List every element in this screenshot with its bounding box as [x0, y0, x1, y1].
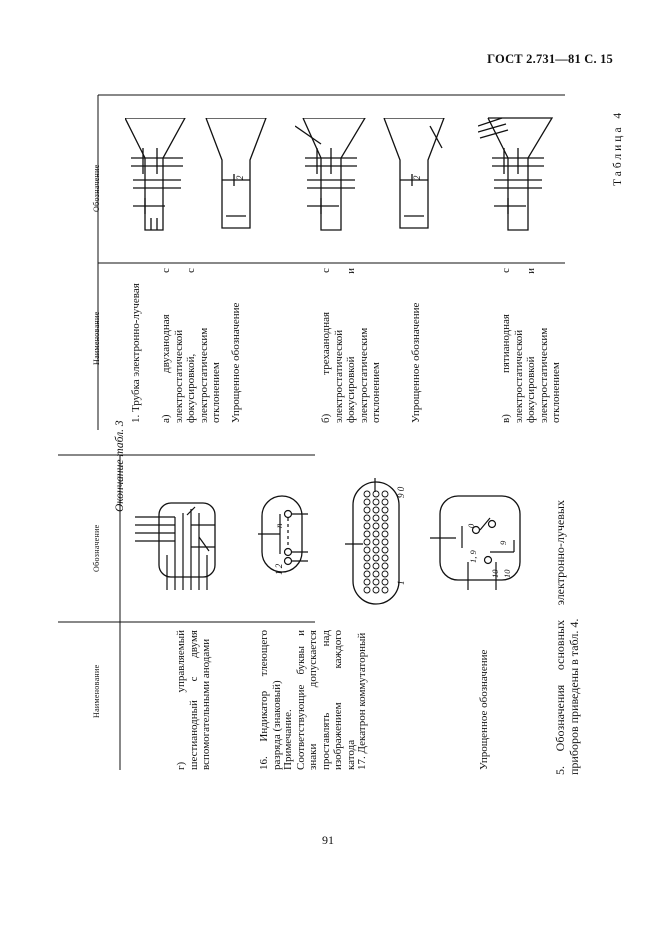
right-row-1: 1. Трубка электронно-лучевая: [130, 283, 142, 423]
table-4-label: Таблица 4: [612, 109, 624, 186]
dekatron-cathode: [363, 538, 371, 546]
left-col-name-header: Наименование: [92, 664, 101, 718]
dekatron-cathode: [381, 586, 389, 594]
dekatron-cathode: [372, 530, 380, 538]
glow-indicator-symbol: [258, 495, 308, 573]
dekatron-cathode: [372, 554, 380, 562]
dekatron-cathode: [381, 522, 389, 530]
crt-two-anode-simplified-symbol: [205, 118, 267, 229]
dekatron-cathode: [363, 570, 371, 578]
crt-two-anode-symbol: [125, 118, 186, 231]
dekatron-cathode: [381, 498, 389, 506]
right-row-a-simplified: Упрощенное обозначение: [230, 302, 242, 423]
dekatron-cathode: [381, 562, 389, 570]
dekatron-label-1: 1: [396, 580, 406, 586]
dekatron-cathode: [372, 538, 380, 546]
right-row-v: в) пятианодная с электростатической фоку…: [500, 268, 562, 423]
page-header: ГОСТ 2.731—81 С. 15: [487, 52, 613, 66]
indicator-label-n: n: [274, 523, 284, 529]
dekatron-cathode: [372, 586, 380, 594]
dekatron-cathode: [363, 530, 371, 538]
dekatron-cathode: [372, 546, 380, 554]
dekatron-cathode: [363, 498, 371, 506]
dekatron-cathode: [363, 578, 371, 586]
crt-three-anode-simplified-symbol: [383, 118, 445, 229]
dekatron-cathode: [372, 490, 380, 498]
dekatron-cathode: [381, 570, 389, 578]
simple-label-9: 9: [498, 540, 508, 545]
right-row-a: а) двуханодная с электростатической фоку…: [160, 268, 222, 423]
dekatron-cathode: [372, 562, 380, 570]
crt-b-label: 2: [412, 175, 422, 181]
dekatron-symbol: [345, 478, 400, 605]
simple-label-10a: 10: [490, 569, 500, 579]
dekatron-cathode: [381, 506, 389, 514]
dekatron-cathode: [363, 522, 371, 530]
left-row-simplified: Упрощенное обозначение: [478, 649, 490, 770]
dekatron-cathode: [381, 490, 389, 498]
dekatron-cathode: [363, 554, 371, 562]
dekatron-cathode: [372, 514, 380, 522]
dekatron-cathode: [381, 578, 389, 586]
left-row-16: 16. Индикатор тлеющего разряда (знаковый…: [258, 630, 283, 770]
right-row-b: б) трехаанодная с электростатической фок…: [320, 268, 382, 423]
dekatron-cathode: [372, 522, 380, 530]
left-table-continuation: Окончание табл. 3: [114, 420, 126, 512]
left-row-g: г) управляемый шестианодный с двумя вспо…: [175, 630, 212, 770]
left-row-17: 17. Декатрон коммутаторный: [356, 632, 368, 770]
crt-a-label: 2: [235, 175, 245, 181]
dekatron-cathode: [363, 586, 371, 594]
left-row-note: Примечание. Соответствующие буквы и знак…: [282, 630, 357, 770]
dekatron-cathode: [363, 546, 371, 554]
dekatron-cathode: [372, 498, 380, 506]
right-row-b-simplified: Упрощенное обозначение: [410, 302, 422, 423]
dekatron-cathode: [381, 514, 389, 522]
crt-three-anode-symbol: [295, 118, 366, 231]
left-col-symbol-header: Обозначение: [92, 524, 101, 572]
dekatron-cathode: [372, 506, 380, 514]
six-anode-tube-symbol: [135, 502, 216, 590]
simple-label-10b: 10: [502, 569, 512, 579]
dekatron-cathode: [372, 570, 380, 578]
dekatron-cathode: [363, 514, 371, 522]
dekatron-cathode: [381, 546, 389, 554]
simple-label-19: 1, 9: [468, 550, 478, 563]
dekatron-cathode: [363, 562, 371, 570]
dekatron-cathode: [372, 578, 380, 586]
indicator-label-12: 1 2: [274, 563, 284, 575]
simple-label-0: 0: [466, 523, 476, 528]
dekatron-cathode: [381, 530, 389, 538]
paragraph-5: 5. Обозначения основных электронно-лучев…: [553, 500, 581, 775]
right-col-symbol-header: Обозначение: [92, 164, 101, 212]
dekatron-cathode: [381, 538, 389, 546]
dekatron-simplified-symbol: [430, 495, 521, 590]
crt-five-anode-symbol: [478, 117, 554, 231]
page-number: 91: [322, 833, 334, 847]
dekatron-cathode: [381, 554, 389, 562]
dekatron-label-90: 9 0: [396, 486, 406, 498]
right-col-name-header: Наименование: [92, 311, 101, 365]
dekatron-cathode: [363, 490, 371, 498]
dekatron-cathode: [363, 506, 371, 514]
